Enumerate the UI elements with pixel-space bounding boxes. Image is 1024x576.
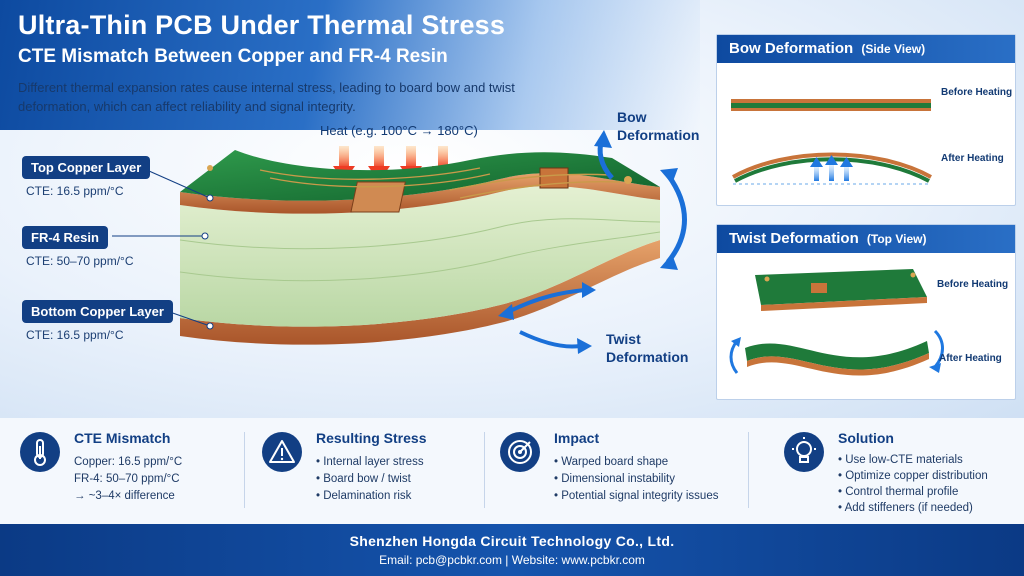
twist-panel: Twist Deformation (Top View) Before Heat… bbox=[716, 224, 1016, 400]
twist-before-label: Before Heating bbox=[937, 279, 1009, 290]
info-line: • Add stiffeners (if needed) bbox=[838, 502, 973, 514]
bow-panel: Bow Deformation (Side View) Before Heati… bbox=[716, 34, 1016, 206]
page-title: Ultra-Thin PCB Under Thermal Stress bbox=[18, 10, 506, 40]
bow-panel-illustration bbox=[731, 99, 932, 185]
bow-label-line2: Deformation bbox=[617, 127, 699, 143]
info-line: • Dimensional instability bbox=[554, 473, 675, 485]
bow-arrow-icon bbox=[594, 130, 614, 180]
info-line: Copper: 16.5 ppm/°C bbox=[74, 456, 183, 468]
info-line: FR-4: 50–70 ppm/°C bbox=[74, 473, 180, 485]
twist-rotate-arrows-icon bbox=[729, 329, 944, 374]
info-line: • Warped board shape bbox=[554, 456, 669, 468]
top-copper-cte: CTE: 16.5 ppm/°C bbox=[26, 184, 124, 198]
pcb-diagram: Heat (e.g. 100°C → 180°C) bbox=[112, 109, 699, 365]
info-title: CTE Mismatch bbox=[74, 430, 171, 446]
bow-after-label: After Heating bbox=[941, 153, 1004, 164]
info-line: • Board bow / twist bbox=[316, 473, 411, 485]
footer: Shenzhen Hongda Circuit Technology Co., … bbox=[0, 524, 1024, 576]
footer-contact: Email: pcb@pcbkr.com | Website: www.pcbk… bbox=[379, 553, 645, 567]
twist-after-label: After Heating bbox=[939, 353, 1002, 364]
info-resulting-stress: Resulting Stress • Internal layer stress… bbox=[262, 428, 482, 518]
twist-panel-title: Twist Deformation bbox=[729, 230, 859, 247]
info-line: • Control thermal profile bbox=[838, 486, 959, 498]
info-cte-mismatch: CTE Mismatch Copper: 16.5 ppm/°C FR-4: 5… bbox=[20, 428, 240, 518]
info-line: • Use low-CTE materials bbox=[838, 454, 963, 466]
lightbulb-icon bbox=[784, 432, 824, 472]
bow-panel-title: Bow Deformation bbox=[729, 40, 854, 57]
bow-label-line1: Bow bbox=[617, 109, 647, 125]
fr4-resin-label: FR-4 Resin bbox=[22, 226, 108, 249]
info-title: Impact bbox=[554, 430, 600, 446]
info-line: • Optimize copper distribution bbox=[838, 470, 988, 482]
target-icon bbox=[500, 432, 540, 472]
twist-label-line1: Twist bbox=[606, 331, 641, 347]
twist-panel-illustration bbox=[729, 269, 944, 376]
info-line: • Potential signal integrity issues bbox=[554, 490, 719, 502]
info-solution: Solution • Use low-CTE materials • Optim… bbox=[784, 428, 1014, 518]
bow-panel-subtitle: (Side View) bbox=[861, 42, 926, 56]
twist-panel-header: Twist Deformation (Top View) bbox=[717, 225, 1015, 253]
page-description: Different thermal expansion rates cause … bbox=[18, 80, 515, 114]
warning-icon bbox=[262, 432, 302, 472]
info-line: • Delamination risk bbox=[316, 490, 412, 502]
heat-label: Heat (e.g. 100°C → 180°C) bbox=[320, 123, 478, 138]
header-band bbox=[0, 0, 700, 130]
pcb-stack bbox=[179, 150, 661, 345]
info-title: Solution bbox=[838, 430, 894, 446]
twist-label-line2: Deformation bbox=[606, 349, 688, 365]
twist-arrow-icon bbox=[498, 282, 596, 354]
bottom-copper-label: Bottom Copper Layer bbox=[22, 300, 173, 323]
page-subtitle: CTE Mismatch Between Copper and FR-4 Res… bbox=[18, 46, 448, 67]
info-strip: CTE Mismatch Copper: 16.5 ppm/°C FR-4: 5… bbox=[0, 418, 1024, 524]
info-divider bbox=[244, 432, 245, 508]
bottom-copper-cte: CTE: 16.5 ppm/°C bbox=[26, 328, 124, 342]
bow-curve-arrow-icon bbox=[660, 168, 687, 270]
info-line: • Internal layer stress bbox=[316, 456, 424, 468]
footer-company: Shenzhen Hongda Circuit Technology Co., … bbox=[349, 533, 675, 549]
twist-panel-subtitle: (Top View) bbox=[866, 232, 927, 246]
diagram-stage: Ultra-Thin PCB Under Thermal Stress CTE … bbox=[0, 0, 1024, 418]
bow-before-label: Before Heating bbox=[941, 87, 1013, 98]
fr4-resin-cte: CTE: 50–70 ppm/°C bbox=[26, 254, 134, 268]
bow-panel-header: Bow Deformation (Side View) bbox=[717, 35, 1015, 63]
info-divider bbox=[484, 432, 485, 508]
thermometer-icon bbox=[20, 432, 60, 472]
info-line: → ~3–4× difference bbox=[74, 490, 175, 502]
info-divider bbox=[748, 432, 749, 508]
top-copper-label: Top Copper Layer bbox=[22, 156, 151, 179]
upward-arrows-icon bbox=[810, 155, 853, 181]
info-impact: Impact • Warped board shape • Dimensiona… bbox=[500, 428, 750, 518]
info-title: Resulting Stress bbox=[316, 430, 427, 446]
